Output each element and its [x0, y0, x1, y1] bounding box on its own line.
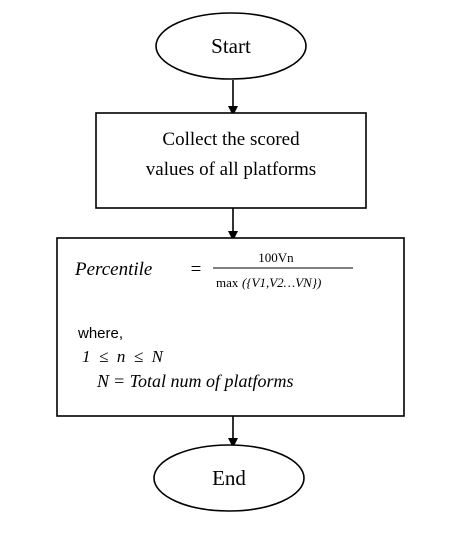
start-terminator: Start	[155, 12, 307, 80]
end-ellipse	[153, 444, 305, 512]
collect-process-box: Collect the scored values of all platfor…	[95, 112, 367, 209]
collect-rect	[95, 112, 367, 209]
formula-denominator-args: ({V1,V2…VN})	[242, 275, 321, 290]
formula-denominator-func: max	[216, 275, 239, 290]
definition-lhs: N	[96, 371, 110, 391]
definition-rhs: = Total num of platforms	[113, 371, 294, 391]
start-label: Start	[211, 34, 251, 58]
formula-process-box: Percentile = 100Vn max ({V1,V2…VN}) wher…	[56, 237, 405, 417]
end-terminator: End	[153, 444, 305, 512]
formula-lhs: Percentile	[74, 259, 152, 280]
formula-equals: =	[191, 259, 202, 280]
formula-numerator: 100Vn	[258, 250, 294, 265]
start-ellipse	[155, 12, 307, 80]
collect-label-line1: Collect the scored	[162, 129, 300, 150]
constraint-text: 1 ≤ n ≤ N	[82, 347, 165, 366]
collect-label-line2: values of all platforms	[146, 159, 316, 180]
end-label: End	[212, 466, 246, 490]
where-label: where,	[77, 325, 123, 342]
